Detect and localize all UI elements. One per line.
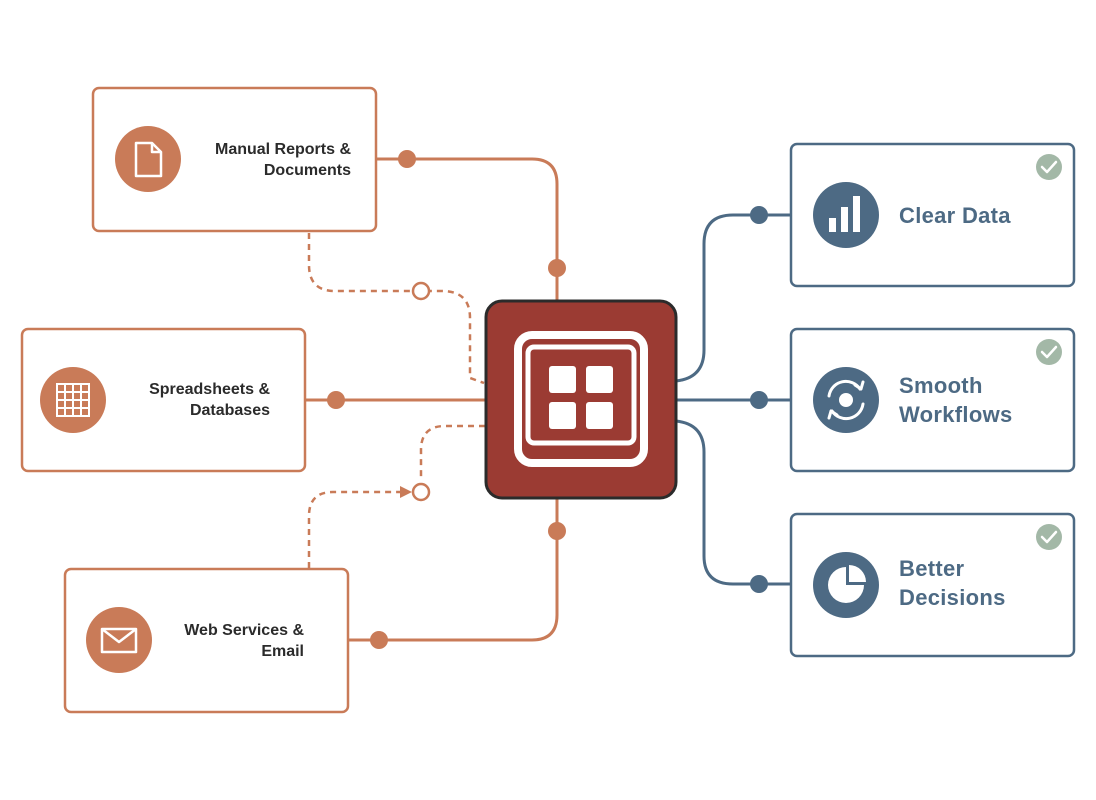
document-icon (134, 141, 163, 178)
input-label-line: Web Services & (184, 622, 304, 639)
arrowhead-icon (400, 486, 412, 498)
output-card-smooth-workflows (789, 327, 1076, 473)
hollow-connector-dot (411, 482, 431, 502)
output-label-clear-data: Clear Data (899, 201, 1011, 230)
output-label-line: Decisions (899, 585, 1006, 610)
hollow-connector-dot (411, 281, 431, 301)
card-icon-badge (86, 607, 152, 673)
input-label-line: Spreadsheets & (149, 381, 270, 398)
database-grid-icon (514, 331, 648, 467)
output-label-smooth-workflows: Smooth Workflows (899, 371, 1013, 429)
connector-manual-reports (376, 157, 559, 300)
card-frame (789, 512, 1076, 658)
connector-dot (370, 631, 388, 649)
connector-better-decisions (675, 419, 791, 586)
pie-chart-icon (828, 565, 866, 603)
output-connector-dots (750, 206, 768, 593)
input-label-line: Databases (189, 402, 270, 419)
input-label-spreadsheets: Spreadsheets & Databases (149, 379, 270, 421)
connector-dot (750, 206, 768, 224)
card-frame (789, 327, 1076, 473)
input-label-manual-reports: Manual Reports & Documents (215, 139, 351, 181)
dashed-connector-reports-to-hub (307, 233, 485, 385)
output-connectors (675, 213, 791, 586)
card-frame (20, 327, 307, 473)
input-card-web-services (63, 567, 350, 714)
connector-dot (398, 150, 416, 168)
card-frame (789, 142, 1076, 288)
connector-web-services (348, 498, 559, 642)
checkmark-icon (1036, 339, 1062, 365)
input-label-line: Documents (263, 162, 351, 179)
output-label-line: Smooth (899, 373, 983, 398)
output-label-line: Workflows (899, 402, 1013, 427)
sync-cycle-icon (827, 379, 865, 421)
checkmark-icon (1036, 154, 1062, 180)
card-icon-badge (115, 126, 181, 192)
card-frame (63, 567, 350, 714)
input-label-web-services: Web Services & Email (184, 620, 304, 662)
output-card-better-decisions (789, 512, 1076, 658)
input-connector-dots (327, 150, 566, 649)
checkmark-icon (1036, 524, 1062, 550)
dashed-connector-hub-to-email (419, 424, 485, 480)
output-card-clear-data (789, 142, 1076, 288)
input-label-line: Manual Reports & (214, 141, 351, 158)
input-label-line: Email (261, 643, 304, 660)
output-label-line: Clear Data (899, 203, 1011, 228)
input-card-manual-reports (91, 86, 378, 233)
connector-dot (548, 259, 566, 277)
output-label-line: Better (899, 556, 965, 581)
input-card-spreadsheets (20, 327, 307, 473)
dashed-connector-email-to-hub (307, 490, 407, 568)
connector-dot (327, 391, 345, 409)
bar-chart-icon (829, 196, 860, 232)
connector-dot (548, 522, 566, 540)
central-hub (484, 299, 678, 500)
output-label-better-decisions: Better Decisions (899, 554, 1006, 612)
envelope-icon (100, 627, 138, 654)
hollow-connector-dots (411, 281, 431, 502)
card-frame (91, 86, 378, 233)
connector-clear-data (675, 213, 791, 383)
spreadsheet-grid-icon (56, 383, 90, 417)
connector-dot (750, 391, 768, 409)
dashed-connectors (307, 233, 485, 568)
hub-frame (484, 299, 678, 500)
connector-dot (750, 575, 768, 593)
